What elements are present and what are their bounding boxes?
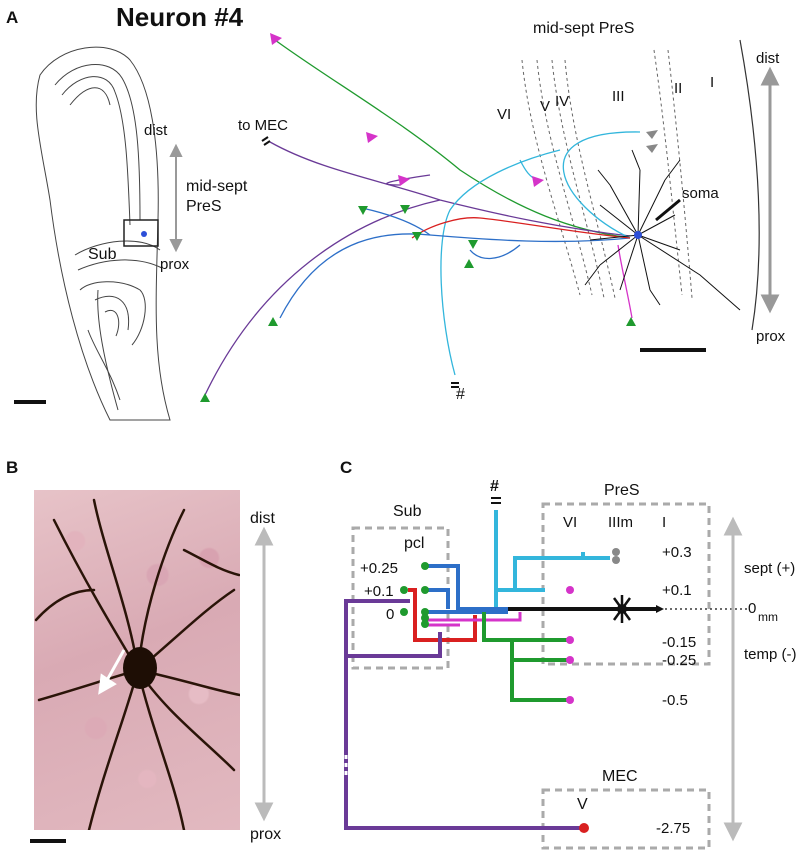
recon-dist-label: dist	[756, 50, 780, 67]
c-layer-v: V	[577, 796, 588, 813]
green-branch	[482, 612, 570, 702]
c-pres-label: PreS	[604, 482, 640, 499]
layer-ii-label: II	[674, 80, 683, 97]
panel-c-letter: C	[340, 458, 353, 477]
micrograph-scale-bar	[30, 839, 66, 843]
c-layer-vi: VI	[563, 514, 578, 531]
atlas-sub-label: Sub	[88, 246, 117, 263]
c-right-value-03: +0.3	[662, 544, 692, 561]
atlas-dist-label: dist	[144, 122, 168, 139]
panel-a-title: Neuron #4	[116, 2, 244, 32]
blue-branch	[425, 564, 508, 614]
region-boxes	[351, 502, 711, 850]
c-sub-label: Sub	[393, 503, 422, 520]
recon-axis-arrow	[760, 66, 780, 314]
recon-region-label: mid-sept PreS	[533, 20, 635, 37]
c-hash-label: #	[490, 478, 499, 495]
micrograph-soma	[123, 647, 157, 689]
layer-iii-label: III	[612, 88, 625, 105]
cut-mark-hash	[451, 382, 459, 388]
soma	[634, 231, 642, 239]
micro-dist-label: dist	[250, 510, 275, 527]
micrograph	[34, 490, 240, 830]
c-mm-label: mm	[758, 610, 778, 624]
recon-prox-label: prox	[756, 328, 786, 345]
c-layer-i: I	[662, 514, 667, 531]
pial-surface	[739, 39, 760, 331]
layer-borders	[521, 49, 693, 299]
c-right-value-01: +0.1	[662, 582, 692, 599]
atlas-pres-label: PreS	[186, 198, 222, 215]
c-sept-label: sept (+)	[744, 560, 796, 577]
atlas-soma-dot	[141, 231, 147, 237]
axon-terminals	[200, 33, 658, 402]
micrograph-arrow	[98, 649, 126, 695]
c-pcl-label: pcl	[404, 535, 425, 552]
panel-b-letter: B	[6, 458, 19, 477]
sept-temp-axis	[723, 516, 743, 842]
layer-v-label: V	[540, 98, 551, 115]
c-left-value-0: 0	[386, 606, 395, 623]
atlas-axis-arrow	[169, 143, 183, 253]
layer-vi-label: VI	[497, 106, 512, 123]
neuron-dendrites	[584, 149, 741, 311]
atlas-mid-sept-label: mid-sept	[186, 178, 248, 195]
micro-prox-label: prox	[250, 826, 282, 843]
micrograph-neuron	[34, 498, 240, 830]
c-mec-value: -2.75	[656, 820, 691, 837]
to-mec-label: to MEC	[238, 117, 289, 134]
layer-i-label: I	[710, 74, 715, 91]
c-left-value-025: +0.25	[360, 560, 398, 577]
panel-a-letter: A	[6, 8, 19, 27]
c-mec-label: MEC	[602, 768, 638, 785]
atlas-inset-box	[123, 219, 159, 247]
soma-pointer	[655, 198, 681, 222]
cyan-branch	[494, 510, 610, 609]
c-temp-label: temp (-)	[744, 646, 797, 663]
c-layer-iiim: IIIm	[608, 514, 633, 531]
c-left-value-01: +0.1	[364, 583, 394, 600]
c-zero-label: 0	[748, 600, 757, 617]
purple-branch	[344, 599, 583, 830]
atlas-outline	[35, 46, 171, 421]
layer-iv-label: IV	[555, 93, 570, 110]
c-right-value-015: -0.15	[662, 634, 697, 651]
cut-mark-mec	[261, 136, 271, 146]
c-right-value-025: -0.25	[662, 652, 697, 669]
red-branch	[408, 588, 477, 642]
magenta-branch	[425, 612, 522, 627]
hash-label: #	[456, 386, 465, 403]
soma-label: soma	[682, 185, 719, 202]
atlas-prox-label: prox	[160, 256, 190, 273]
c-right-value-05: -0.5	[662, 692, 688, 709]
